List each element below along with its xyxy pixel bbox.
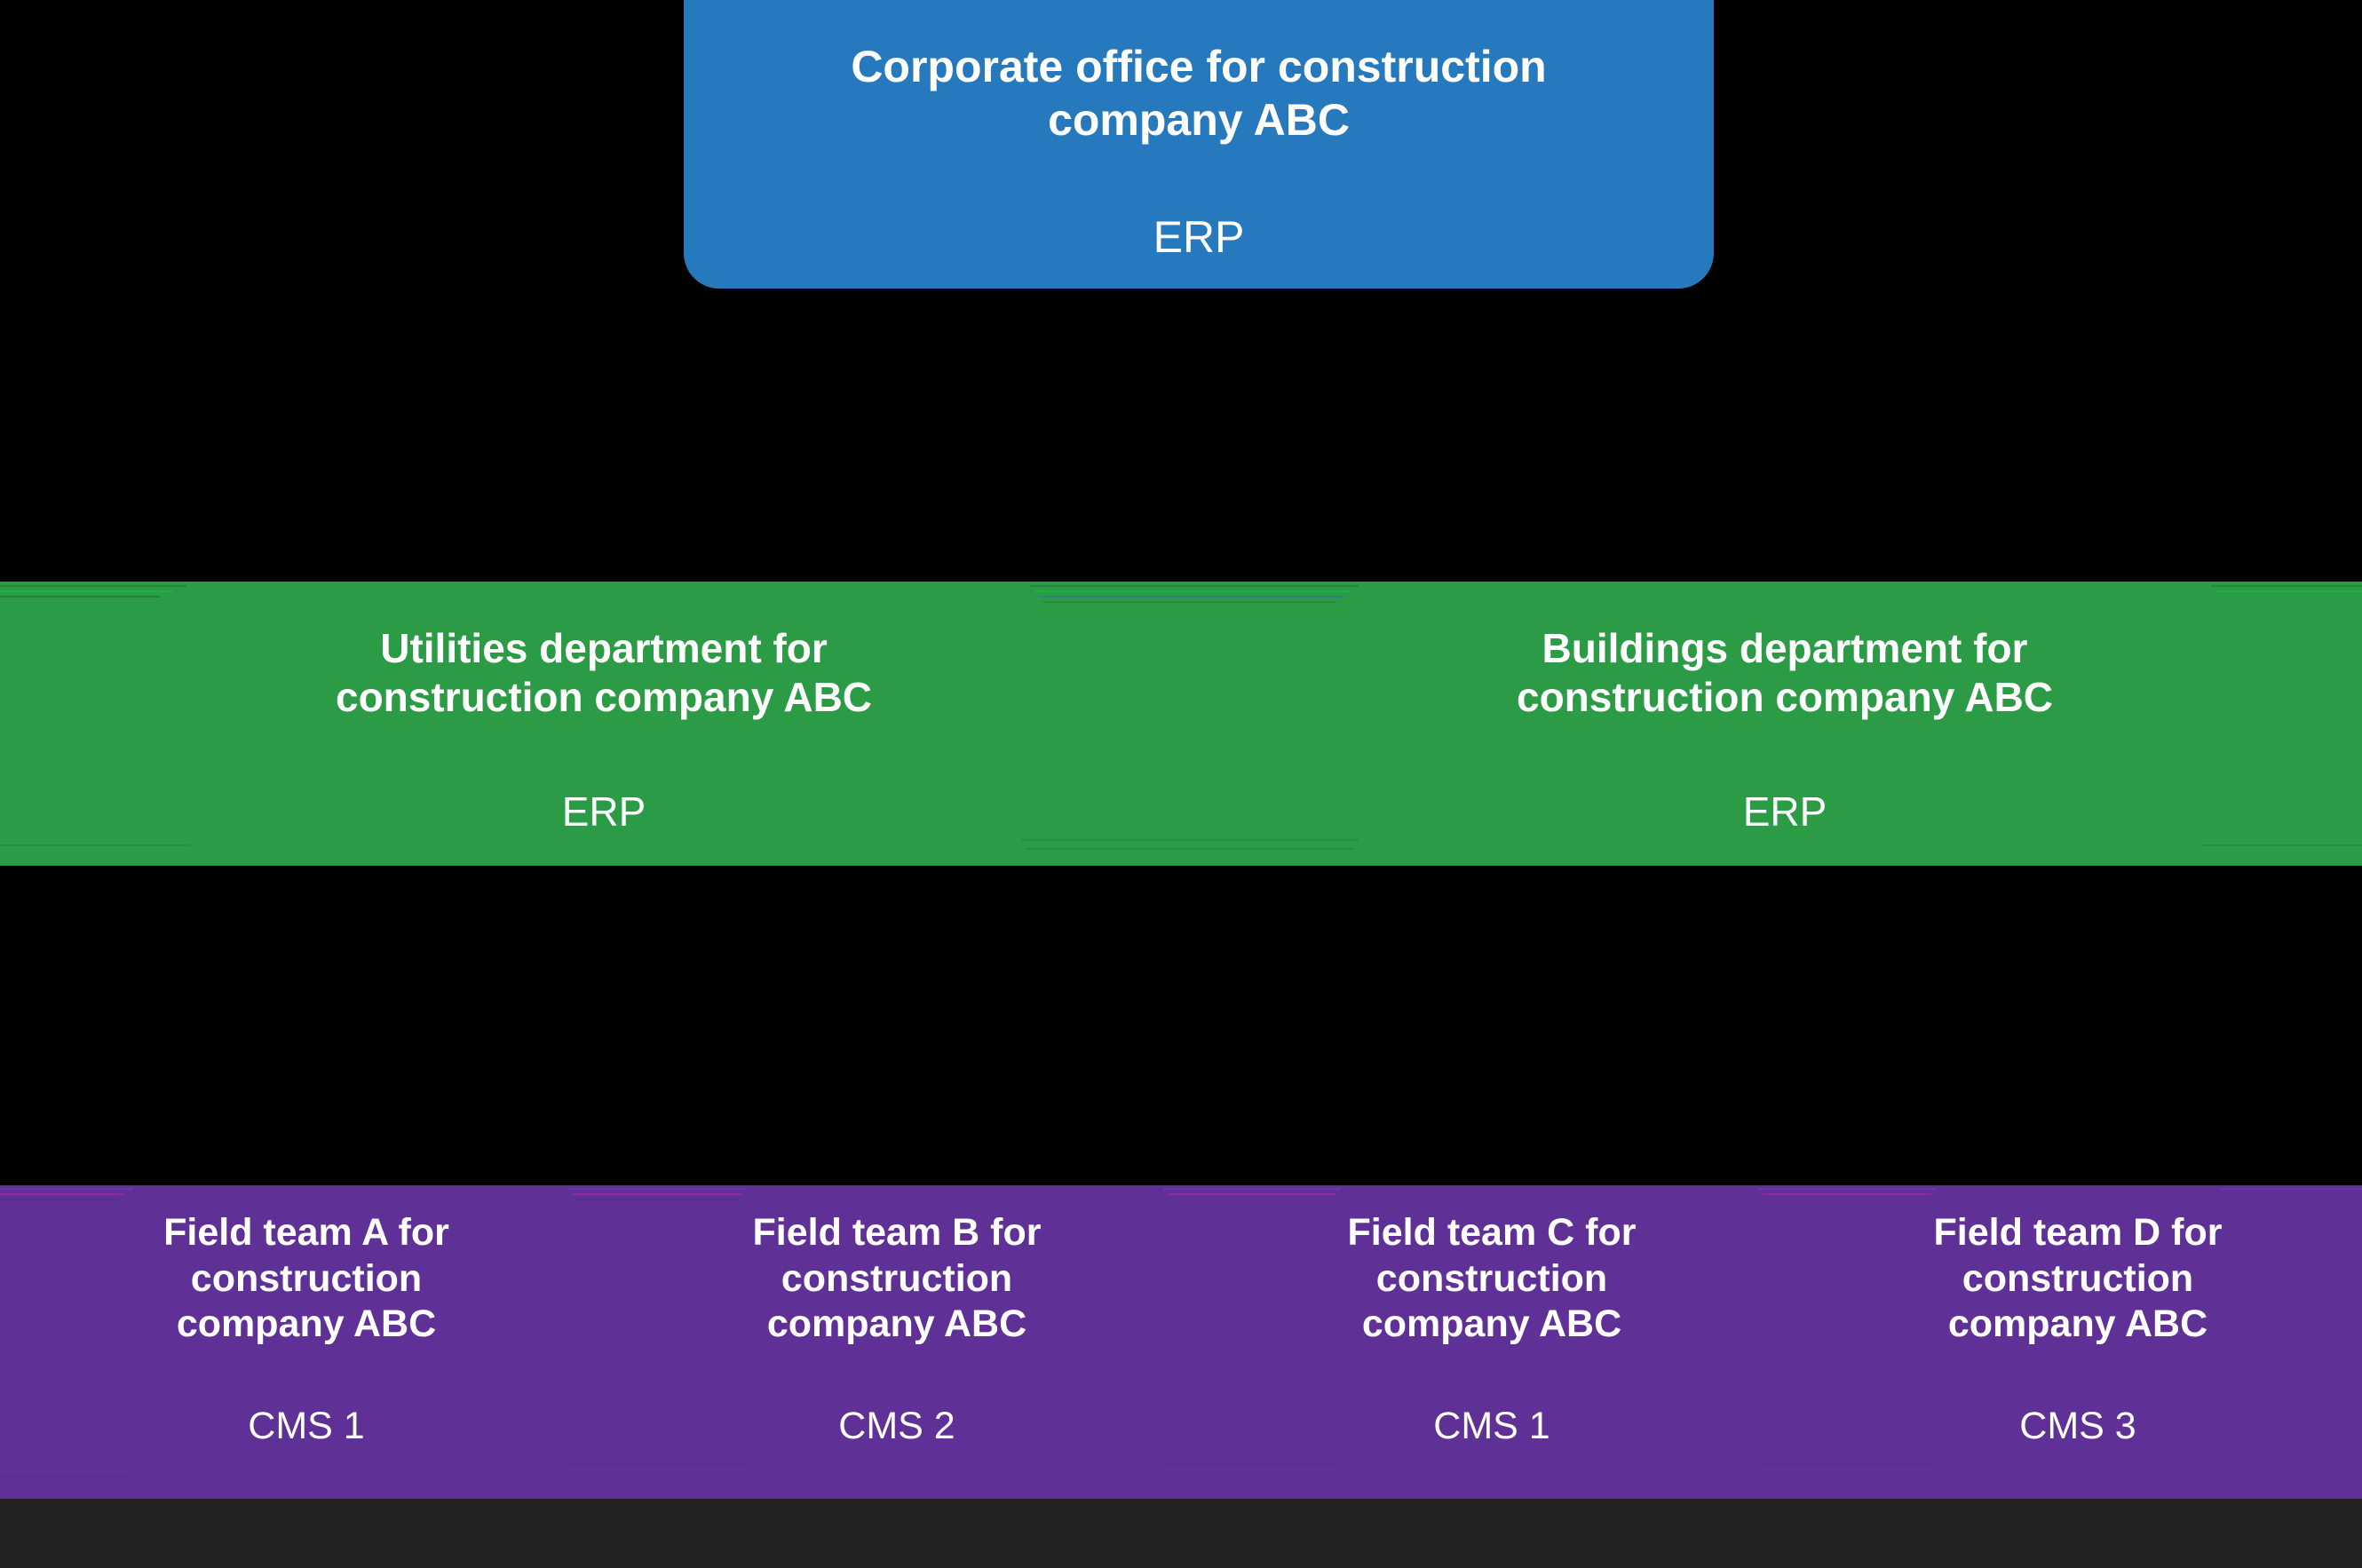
node-title: Field team B for construction company AB…	[752, 1211, 1042, 1346]
node-system-label: ERP	[1153, 212, 1245, 262]
tier-field-teams-band: Field team A for construction company AB…	[0, 1185, 2362, 1499]
node-field-team-d[interactable]: Field team D for construction company AB…	[1838, 1185, 2318, 1499]
node-system-label: ERP	[1742, 788, 1827, 835]
node-title: Field team D for construction company AB…	[1933, 1211, 2223, 1346]
node-corporate-office[interactable]: Corporate office for construction compan…	[684, 0, 1714, 289]
node-system-label: ERP	[561, 788, 646, 835]
node-system-label: CMS 2	[838, 1404, 955, 1447]
node-title: Buildings department for construction co…	[1516, 625, 2054, 721]
node-field-team-c[interactable]: Field team C for construction company AB…	[1252, 1185, 1732, 1499]
node-title: Field team C for construction company AB…	[1347, 1211, 1637, 1346]
node-system-label: CMS 3	[2019, 1404, 2136, 1447]
node-system-label: CMS 1	[248, 1404, 365, 1447]
bottom-strip	[0, 1499, 2362, 1568]
node-title: Corporate office for construction compan…	[851, 42, 1547, 145]
node-system-label: CMS 1	[1433, 1404, 1550, 1447]
node-title: Field team A for construction company AB…	[163, 1211, 449, 1346]
node-field-team-a[interactable]: Field team A for construction company AB…	[67, 1185, 546, 1499]
node-utilities-department[interactable]: Utilities department for construction co…	[240, 582, 968, 866]
node-buildings-department[interactable]: Buildings department for construction co…	[1421, 582, 2149, 866]
node-title: Utilities department for construction co…	[335, 625, 873, 721]
tier-departments-band: Utilities department for construction co…	[0, 582, 2362, 866]
node-field-team-b[interactable]: Field team B for construction company AB…	[657, 1185, 1137, 1499]
